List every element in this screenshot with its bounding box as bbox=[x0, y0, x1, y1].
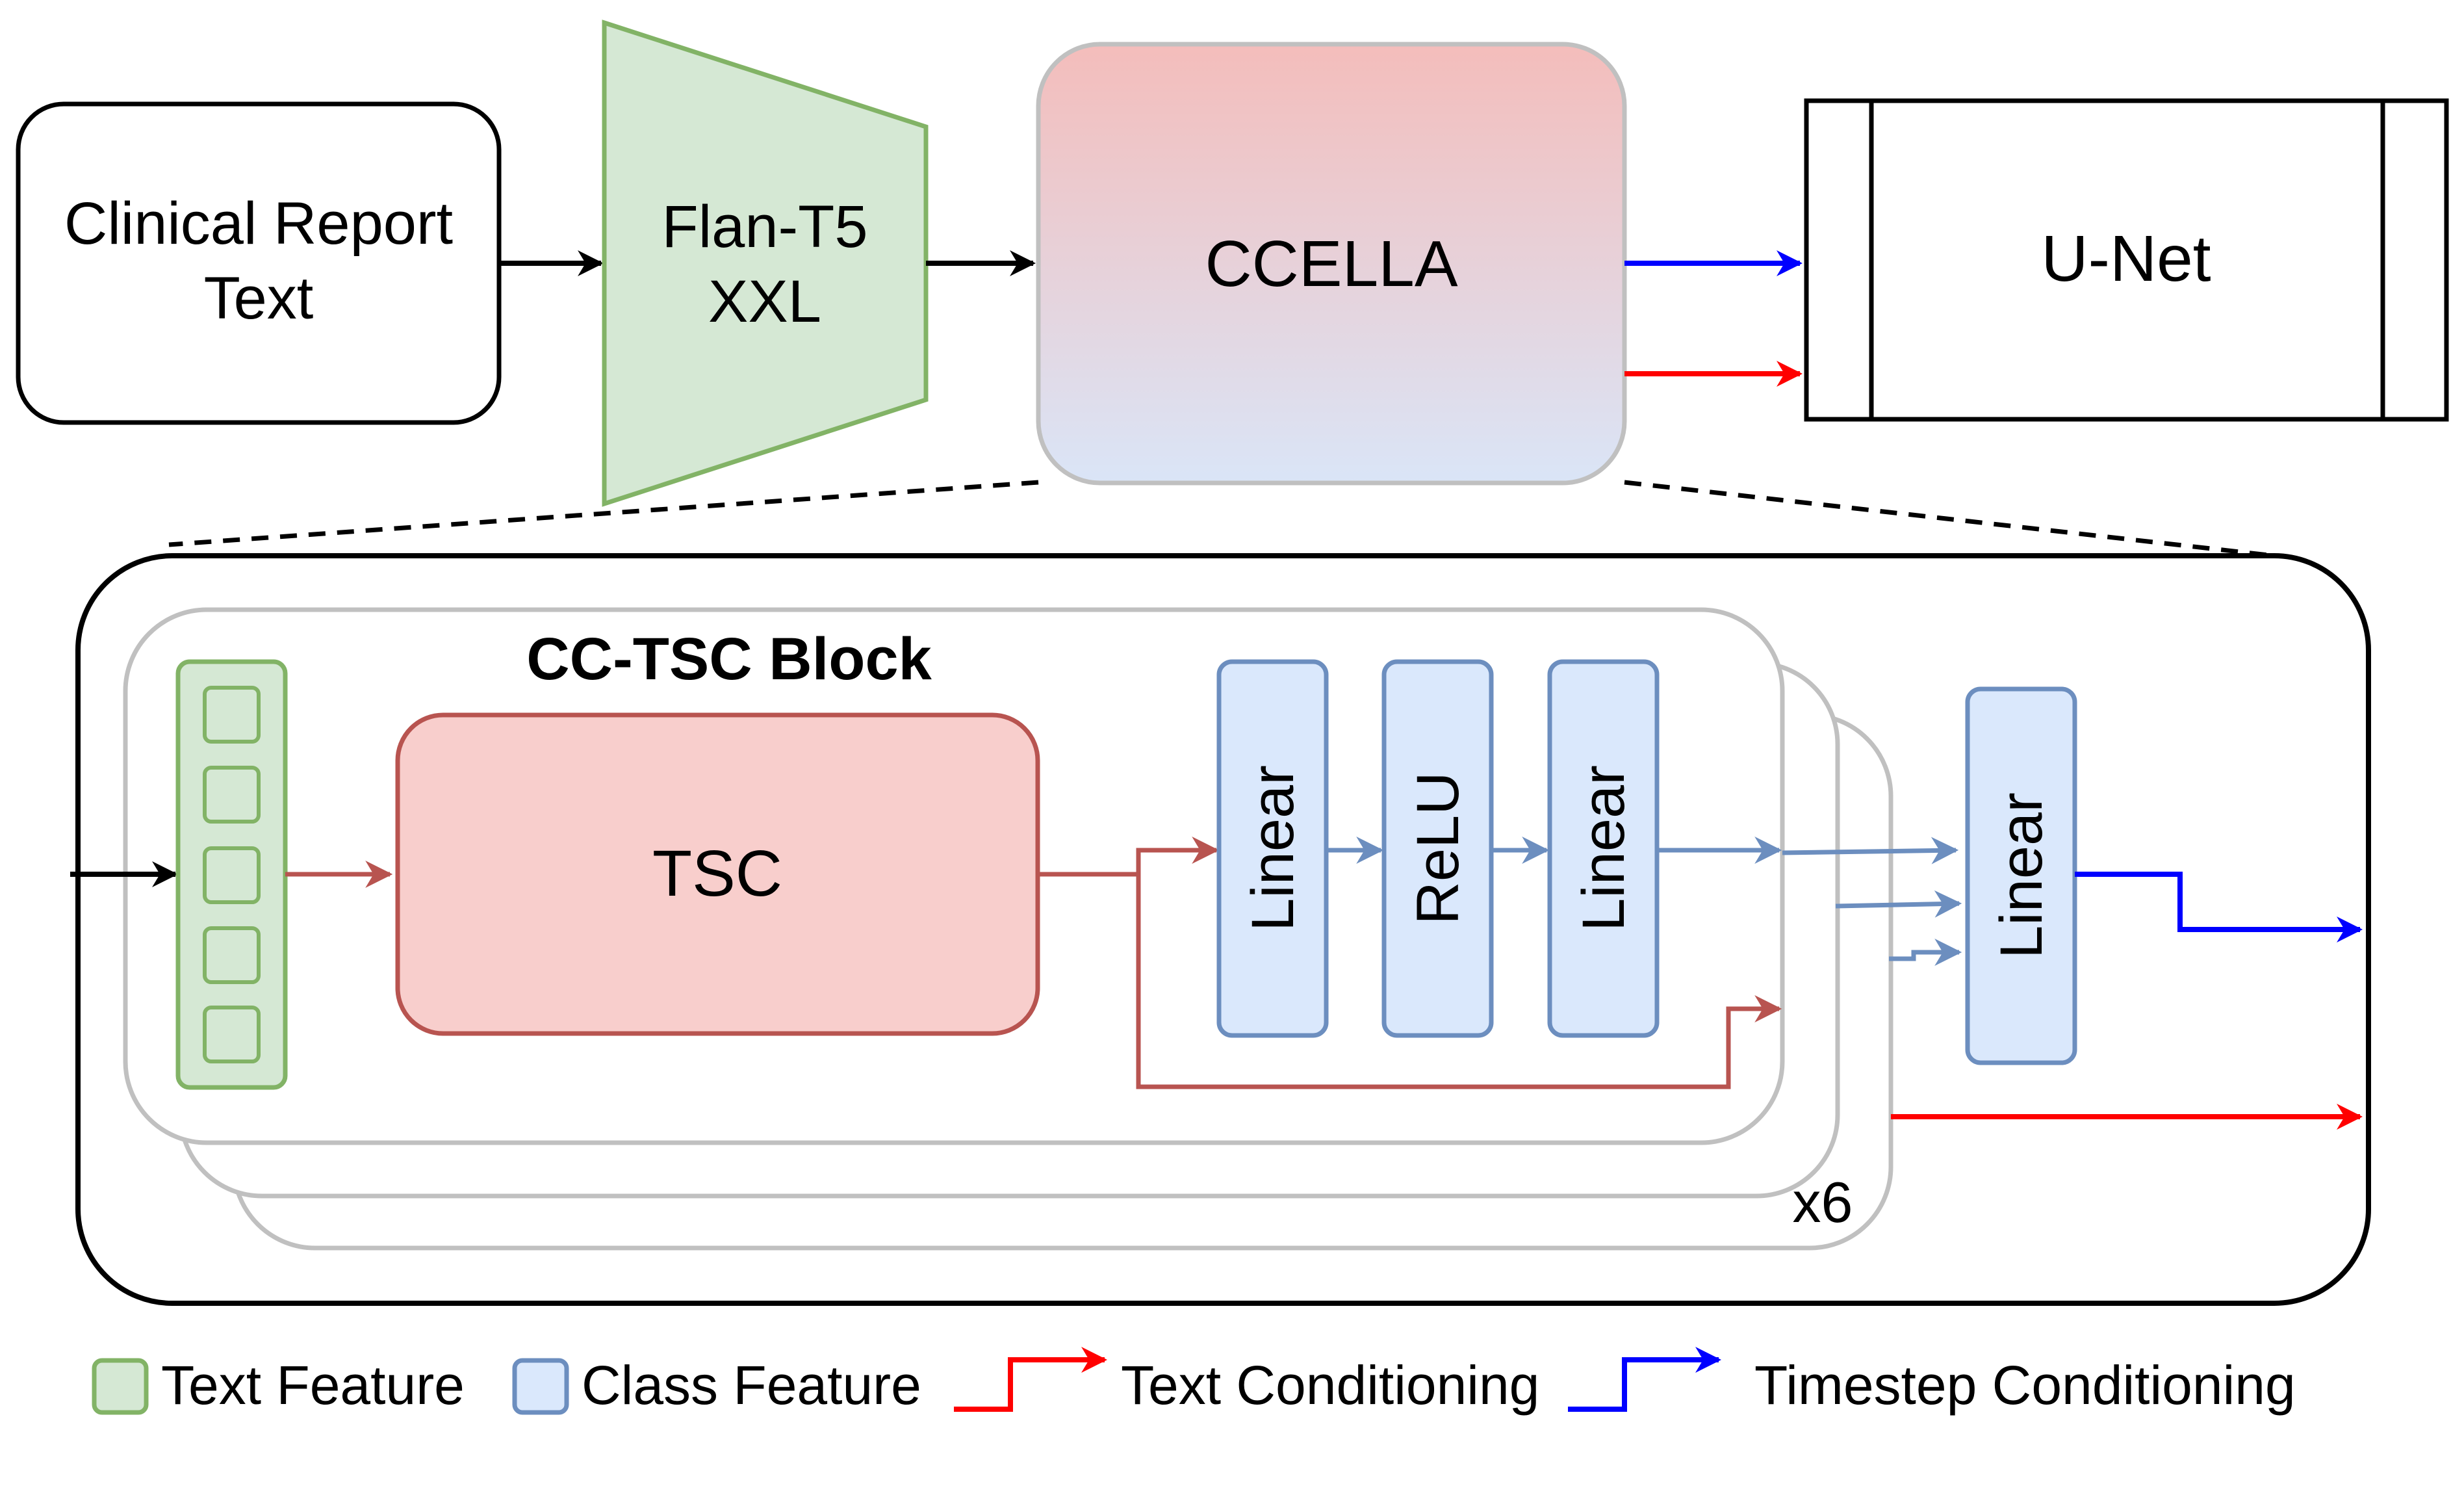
encoder-label-line1: Flan-T5 bbox=[662, 194, 868, 260]
ccella-node: CCELLA bbox=[1036, 42, 1627, 486]
relu-layer-label: ReLU bbox=[1405, 772, 1471, 924]
tsc-node: TSC bbox=[395, 712, 1040, 1036]
legend-class-feature-label: Class Feature bbox=[582, 1355, 921, 1416]
output-linear-layer: Linear bbox=[1965, 686, 2077, 1065]
legend-text-conditioning-arrow bbox=[954, 1347, 1107, 1412]
arrow-block-output-2 bbox=[1835, 890, 1962, 918]
linear-layer-2: Linear bbox=[1547, 659, 1660, 1038]
legend-class-feature-swatch bbox=[512, 1358, 569, 1415]
legend: Text Feature Class Feature Text Conditio… bbox=[92, 1347, 2296, 1416]
zoom-line-right bbox=[1624, 480, 2275, 558]
relu-layer: ReLU bbox=[1381, 659, 1494, 1038]
clinical-report-label-line2: Text bbox=[204, 265, 314, 332]
text-feature-token bbox=[203, 686, 261, 744]
linear-layer-2-label: Linear bbox=[1571, 765, 1637, 931]
clinical-report-label-line1: Clinical Report bbox=[64, 190, 453, 257]
encoder-label-line2: XXL bbox=[708, 268, 821, 335]
cc-tsc-block-title: CC-TSC Block bbox=[526, 626, 932, 692]
repeat-count-label: x6 bbox=[1793, 1170, 1853, 1234]
output-linear-label: Linear bbox=[1988, 792, 2055, 959]
arrow-block-output-3 bbox=[1889, 939, 1962, 966]
unet-node: U-Net bbox=[1804, 98, 2449, 422]
clinical-report-node: Clinical Report Text bbox=[16, 101, 502, 425]
arrow-tsc-to-linear bbox=[1038, 837, 1220, 877]
zoom-line-left bbox=[168, 480, 1039, 547]
legend-timestep-conditioning-arrow bbox=[1568, 1347, 1721, 1412]
flan-t5-encoder-node: Flan-T5 XXL bbox=[602, 20, 929, 507]
legend-timestep-conditioning-label: Timestep Conditioning bbox=[1754, 1355, 2296, 1416]
text-feature-token bbox=[203, 1006, 261, 1063]
legend-text-feature-label: Text Feature bbox=[161, 1355, 465, 1416]
tsc-label: TSC bbox=[652, 837, 782, 910]
legend-text-conditioning-label: Text Conditioning bbox=[1121, 1355, 1539, 1416]
legend-text-feature-swatch bbox=[92, 1358, 149, 1415]
text-feature-token bbox=[203, 766, 261, 824]
unet-label: U-Net bbox=[2041, 222, 2211, 295]
text-feature-column bbox=[175, 659, 288, 1090]
ccella-label: CCELLA bbox=[1205, 228, 1457, 300]
timestep-conditioning-output-arrow bbox=[2075, 872, 2363, 942]
text-feature-token bbox=[203, 926, 261, 984]
text-feature-token bbox=[203, 846, 261, 904]
linear-layer-1-label: Linear bbox=[1240, 765, 1306, 931]
arrow-tsc-text-bypass bbox=[1136, 874, 1782, 1089]
arrow-block-output-1 bbox=[1782, 837, 1959, 864]
linear-layer-1: Linear bbox=[1216, 659, 1329, 1038]
